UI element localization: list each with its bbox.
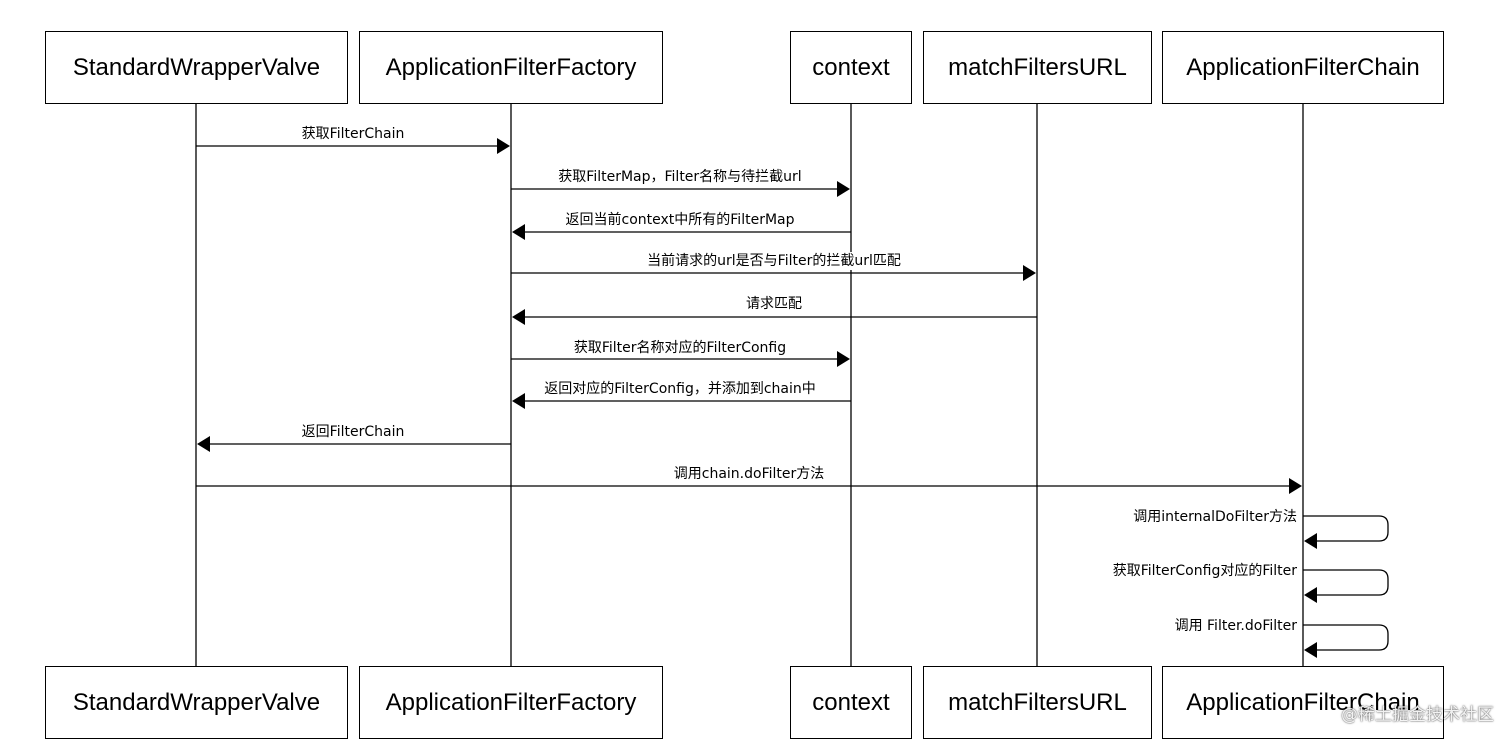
message-label-call-dofilter: 调用chain.doFilter方法 — [672, 465, 826, 483]
message-label-filter-dofilter: 调用 Filter.doFilter — [1173, 617, 1298, 635]
self-call-loop-10 — [1303, 569, 1389, 596]
self-call-arrowhead-9 — [1304, 533, 1317, 549]
self-call-arrowhead-10 — [1304, 587, 1317, 603]
message-label-return-filtermaps: 返回当前context中所有的FilterMap — [564, 211, 796, 229]
message-arrowhead-4 — [512, 309, 525, 325]
participant-bottom-applicationfilterfactory: ApplicationFilterFactory — [359, 666, 663, 739]
self-call-arrowhead-11 — [1304, 642, 1317, 658]
message-arrowhead-0 — [497, 138, 510, 154]
message-label-get-filterchain: 获取FilterChain — [300, 125, 406, 143]
message-label-match-url: 当前请求的url是否与Filter的拦截url匹配 — [646, 252, 902, 270]
message-arrowhead-8 — [1289, 478, 1302, 494]
message-arrowhead-3 — [1023, 265, 1036, 281]
watermark: @稀土掘金技术社区 — [1341, 705, 1494, 725]
participant-top-context: context — [790, 31, 912, 104]
message-arrowhead-1 — [837, 181, 850, 197]
message-label-get-filtermap: 获取FilterMap，Filter名称与待拦截url — [557, 168, 803, 186]
message-arrowhead-5 — [837, 351, 850, 367]
participant-top-applicationfilterfactory: ApplicationFilterFactory — [359, 31, 663, 104]
self-call-loop-9 — [1303, 515, 1389, 542]
participant-bottom-applicationfilterchain: ApplicationFilterChain — [1162, 666, 1444, 739]
message-arrowhead-2 — [512, 224, 525, 240]
message-label-get-filterconfig: 获取Filter名称对应的FilterConfig — [572, 339, 788, 357]
participant-top-applicationfilterchain: ApplicationFilterChain — [1162, 31, 1444, 104]
self-call-loop-11 — [1303, 624, 1389, 651]
participant-bottom-standardwrappervalve: StandardWrapperValve — [45, 666, 348, 739]
message-arrowhead-7 — [197, 436, 210, 452]
participant-bottom-context: context — [790, 666, 912, 739]
message-label-return-filterconfig: 返回对应的FilterConfig，并添加到chain中 — [543, 380, 817, 398]
message-arrowhead-6 — [512, 393, 525, 409]
participant-top-matchfiltersurl: matchFiltersURL — [923, 31, 1152, 104]
message-label-request-match: 请求匹配 — [745, 295, 803, 313]
message-label-get-filter: 获取FilterConfig对应的Filter — [1111, 562, 1298, 580]
participant-top-standardwrappervalve: StandardWrapperValve — [45, 31, 348, 104]
message-label-internaldofilter: 调用internalDoFilter方法 — [1132, 508, 1298, 526]
participant-bottom-matchfiltersurl: matchFiltersURL — [923, 666, 1152, 739]
message-label-return-filterchain: 返回FilterChain — [300, 423, 406, 441]
